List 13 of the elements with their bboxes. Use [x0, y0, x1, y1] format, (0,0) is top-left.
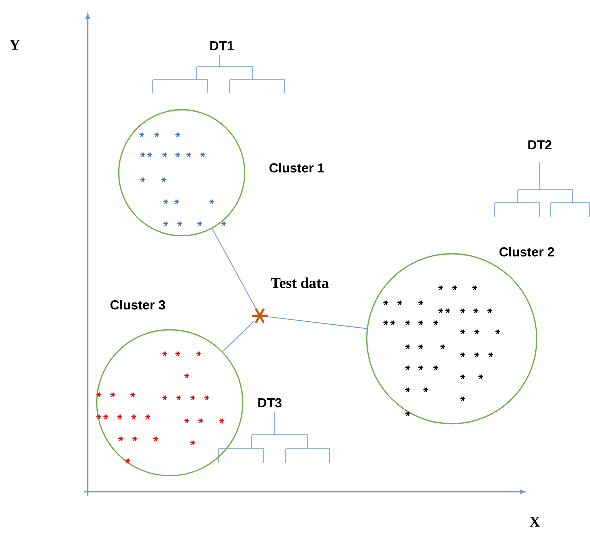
cluster-label: Cluster 3 — [110, 300, 166, 310]
connector-line — [212, 228, 256, 310]
axis-label: Y — [10, 40, 20, 50]
tree-label: DT2 — [528, 140, 552, 150]
cluster-label: Cluster 1 — [270, 163, 324, 173]
tree-label: DT1 — [210, 42, 234, 50]
axis-label: X — [530, 517, 540, 527]
tree-label: DT3 — [258, 398, 282, 408]
star-marker — [250, 308, 270, 324]
cluster-label: Cluster 2 — [500, 247, 554, 257]
connector-line — [222, 321, 255, 352]
point-label: Test data — [271, 278, 329, 288]
connector-line — [268, 316, 368, 330]
